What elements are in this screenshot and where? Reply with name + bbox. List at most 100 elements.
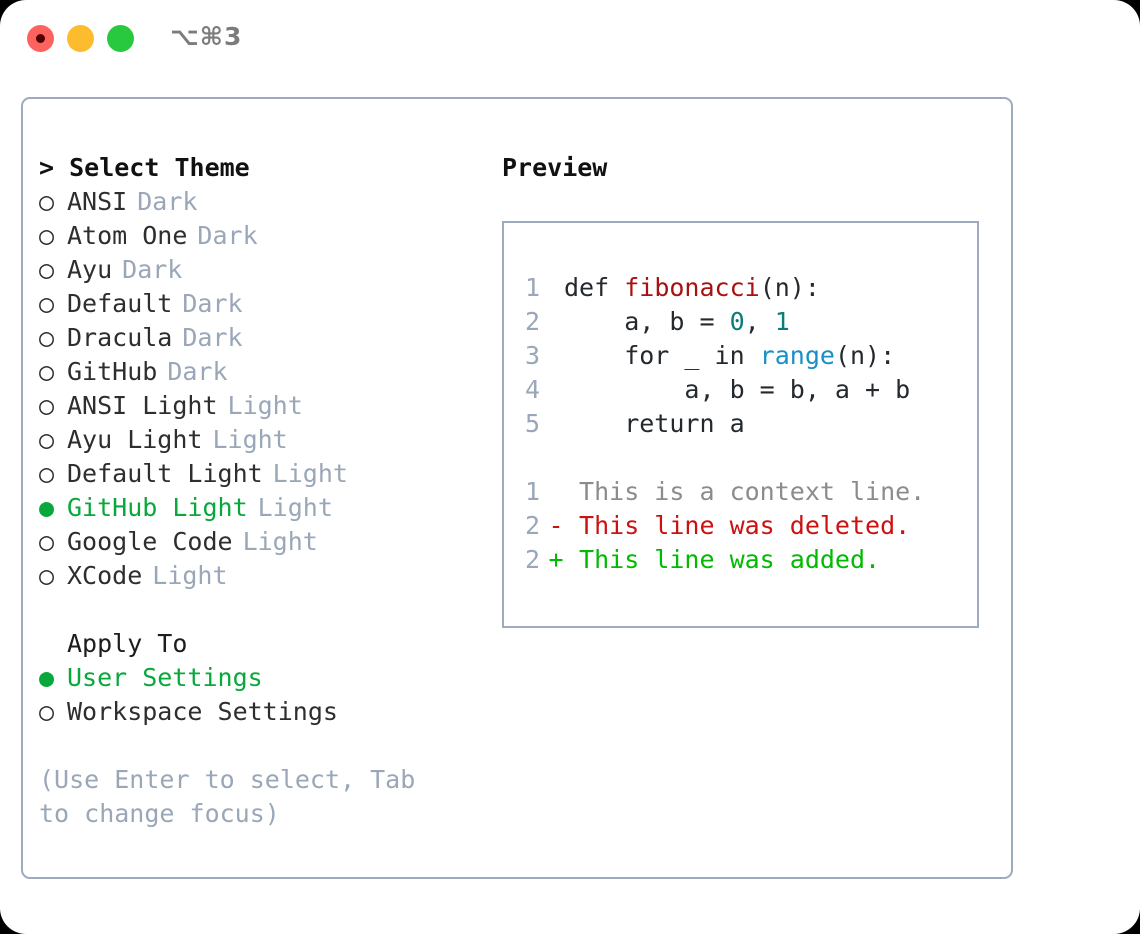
code-token-plain: a, b = b, a + b [564,375,911,404]
line-number: 4 [524,375,540,404]
code-spacer [504,441,977,475]
theme-variant-tag: Dark [182,323,243,352]
theme-variant-tag: Dark [122,255,183,284]
theme-variant-tag: Light [242,527,318,556]
select-theme-heading: > Select Theme [39,153,250,182]
preview-heading: Preview [502,153,608,182]
code-token-plain: (n): [834,341,896,370]
diff-text: This line was deleted. [564,511,911,540]
line-number: 1 [524,273,540,302]
diff-marker [548,271,564,305]
diff-sample: 1 This is a context line.2- This line wa… [504,475,977,577]
close-button[interactable] [27,25,54,52]
code-token-plain: for _ in [564,341,760,370]
radio-unselected-icon[interactable]: ○ [39,391,55,420]
preview-column: Preview 1 def fibonacci(n):2 a, b = 0, 1… [502,151,1002,628]
line-number: 2 [524,511,540,540]
diff-marker [548,305,564,339]
theme-option-ayu[interactable]: ○ Ayu Dark [39,253,489,287]
theme-option-label: XCode [67,561,143,590]
theme-option-label: Ayu [67,255,113,284]
theme-option-atom-one[interactable]: ○ Atom One Dark [39,219,489,253]
diff-line-del: 2- This line was deleted. [504,509,977,543]
keyboard-shortcut-label: ⌥⌘3 [170,22,243,51]
spacer [39,593,489,627]
radio-unselected-icon[interactable]: ○ [39,323,55,352]
theme-option-label: Default [67,289,173,318]
theme-option-default-light[interactable]: ○ Default Light Light [39,457,489,491]
diff-line-ctx: 1 This is a context line. [504,475,977,509]
diff-marker [548,407,564,441]
theme-option-default[interactable]: ○ Default Dark [39,287,489,321]
radio-unselected-icon[interactable]: ○ [39,425,55,454]
code-line: 2 a, b = 0, 1 [504,305,977,339]
radio-selected-icon[interactable]: ● [39,493,55,522]
radio-unselected-icon[interactable]: ○ [39,561,55,590]
apply-to-option-workspace-settings[interactable]: ○Workspace Settings [39,695,489,729]
theme-option-ansi-light[interactable]: ○ ANSI Light Light [39,389,489,423]
code-token-plain: , [744,307,775,336]
code-line: 3 for _ in range(n): [504,339,977,373]
theme-option-github[interactable]: ○ GitHub Dark [39,355,489,389]
theme-option-dracula[interactable]: ○ Dracula Dark [39,321,489,355]
theme-option-label: GitHub [67,357,158,386]
line-number: 2 [524,545,540,574]
theme-option-label: Atom One [67,221,188,250]
code-text: a, b = b, a + b [564,373,910,407]
theme-option-google-code[interactable]: ○ Google Code Light [39,525,489,559]
line-number: 1 [524,477,540,506]
theme-variant-tag: Light [152,561,228,590]
diff-marker: + [548,545,564,574]
theme-option-label: ANSI Light [67,391,218,420]
theme-option-label: Dracula [67,323,173,352]
theme-option-label: Google Code [67,527,233,556]
code-text: a, b = 0, 1 [564,305,790,339]
code-token-plain: (n): [759,273,820,302]
theme-option-label: ANSI [67,187,128,216]
radio-unselected-icon[interactable]: ○ [39,221,55,250]
theme-option-label: Default Light [67,459,263,488]
radio-selected-icon[interactable]: ● [39,663,55,692]
radio-unselected-icon[interactable]: ○ [39,527,55,556]
diff-marker [548,373,564,407]
line-number: 3 [524,341,540,370]
code-token-plain: a, b = [564,307,730,336]
code-token-call: range [759,341,835,370]
diff-marker [548,475,564,509]
code-text: return a [564,407,744,441]
radio-unselected-icon[interactable]: ○ [39,697,55,726]
theme-option-label: Ayu Light [67,425,203,454]
theme-variant-tag: Light [257,493,333,522]
line-number: 2 [524,307,540,336]
radio-unselected-icon[interactable]: ○ [39,255,55,284]
diff-text: This line was added. [564,545,881,574]
code-line: 1 def fibonacci(n): [504,271,977,305]
theme-variant-tag: Light [212,425,288,454]
code-token-fn: fibonacci [624,273,760,302]
code-line: 5 return a [504,407,977,441]
theme-variant-tag: Dark [182,289,243,318]
theme-variant-tag: Dark [197,221,258,250]
maximize-button[interactable] [107,25,134,52]
theme-variant-tag: Dark [167,357,228,386]
apply-to-heading: Apply To [67,629,188,658]
theme-variant-tag: Light [227,391,303,420]
apply-to-list[interactable]: ●User Settings○Workspace Settings [39,661,489,729]
apply-to-option-user-settings[interactable]: ●User Settings [39,661,489,695]
radio-unselected-icon[interactable]: ○ [39,357,55,386]
radio-unselected-icon[interactable]: ○ [39,289,55,318]
radio-unselected-icon[interactable]: ○ [39,187,55,216]
radio-unselected-icon[interactable]: ○ [39,459,55,488]
theme-variant-tag: Light [272,459,348,488]
code-token-num: 0 [729,307,745,336]
theme-option-ayu-light[interactable]: ○ Ayu Light Light [39,423,489,457]
minimize-button[interactable] [67,25,94,52]
theme-option-xcode[interactable]: ○ XCode Light [39,559,489,593]
